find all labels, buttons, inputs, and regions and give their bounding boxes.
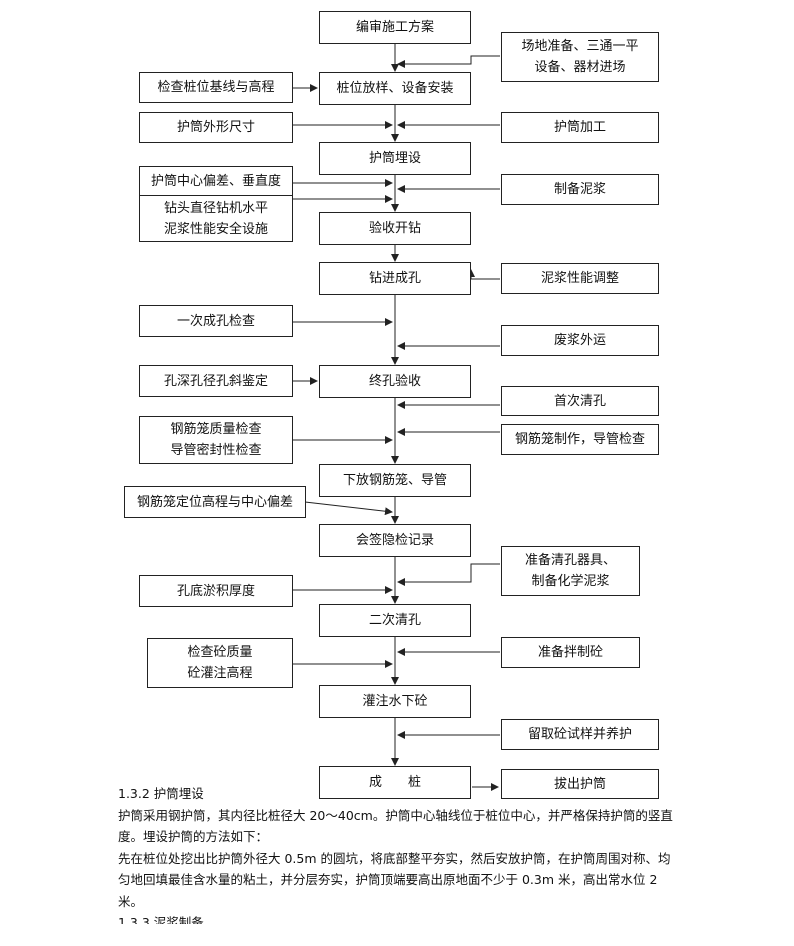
arrow-left-8 (304, 501, 393, 516)
paragraph-casing-method: 先在桩位处挖出比护筒外径大 0.5m 的圆坑，将底部整平夯实，然后安放护筒，在护… (118, 850, 671, 909)
right-input-10-label: 留取砼试样并养护 (527, 727, 632, 742)
main-step-9-label: 二次清孔 (368, 613, 421, 628)
arrow-right-4 (467, 269, 500, 280)
construction-flowchart: 编审施工方案 桩位放样、设备安装 护筒埋设 验收开钻 钻进成孔 终孔验收 下放钢… (124, 11, 659, 799)
main-step-8-label: 会签隐检记录 (355, 533, 434, 548)
left-input-4-line-1: 钻头直径钻机水平 (163, 200, 268, 216)
right-input-8: 准备清孔器具、制备化学泥浆 (501, 546, 640, 596)
main-step-2: 桩位放样、设备安装 (319, 72, 471, 105)
main-step-10: 灌注水下砼 (319, 685, 471, 718)
right-input-10: 留取砼试样并养护 (501, 719, 659, 750)
left-input-8: 钢筋笼定位高程与中心偏差 (124, 486, 306, 518)
left-input-2: 护筒外形尺寸 (139, 112, 293, 143)
left-input-9: 孔底淤积厚度 (139, 575, 293, 607)
section-heading-1-3-2: 1.3.2 护筒埋设 (118, 786, 204, 801)
right-input-11: 拔出护筒 (501, 769, 659, 799)
main-step-6-label: 终孔验收 (368, 374, 421, 389)
left-input-4: 钻头直径钻机水平泥浆性能安全设施 (139, 195, 293, 242)
right-input-1: 场地准备、三通一平设备、器材进场 (501, 32, 659, 82)
main-step-11-label: 成 桩 (368, 775, 421, 790)
right-input-6-label: 首次清孔 (553, 393, 606, 409)
right-input-1-line-2: 设备、器材进场 (534, 60, 626, 75)
right-input-1-line-1: 场地准备、三通一平 (521, 39, 639, 54)
left-input-2-label: 护筒外形尺寸 (176, 120, 255, 135)
left-input-7-line-2: 导管密封性检查 (170, 443, 262, 458)
main-step-5-label: 钻进成孔 (368, 271, 421, 286)
main-step-1-label: 编审施工方案 (355, 20, 434, 35)
right-input-3: 制备泥浆 (501, 174, 659, 205)
right-input-4: 泥浆性能调整 (501, 263, 659, 294)
left-input-5-label: 一次成孔检查 (176, 313, 255, 329)
main-step-8: 会签隐检记录 (319, 524, 471, 557)
left-input-1: 检查桩位基线与高程 (139, 72, 293, 103)
flowchart-connectors (292, 43, 500, 791)
section-heading-1-3-3: 1.3.3 泥浆制备 (118, 915, 204, 924)
left-input-3-label: 护筒中心偏差、垂直度 (150, 173, 281, 189)
left-input-7: 钢筋笼质量检查导管密封性检查 (139, 416, 293, 464)
main-step-1: 编审施工方案 (319, 11, 471, 44)
main-step-11: 成 桩 (319, 766, 471, 799)
main-step-6: 终孔验收 (319, 365, 471, 398)
left-input-6-label: 孔深孔径孔斜鉴定 (163, 373, 268, 389)
left-input-10-line-2: 砼灌注高程 (187, 666, 253, 681)
section-text: 1.3.2 护筒埋设 护筒采用钢护筒，其内径比桩径大 20～40cm。护筒中心轴… (118, 783, 678, 924)
arrow-right-1 (397, 55, 500, 68)
left-input-6: 孔深孔径孔斜鉴定 (139, 365, 293, 397)
left-input-9-label: 孔底淤积厚度 (176, 583, 255, 599)
right-input-2-label: 护筒加工 (553, 120, 606, 135)
right-input-4-label: 泥浆性能调整 (540, 271, 619, 286)
left-input-7-line-1: 钢筋笼质量检查 (170, 422, 262, 437)
main-step-4-label: 验收开钻 (368, 221, 421, 236)
left-input-10: 检查砼质量砼灌注高程 (147, 638, 293, 688)
main-step-3-label: 护筒埋设 (368, 151, 421, 166)
main-step-7-label: 下放钢筋笼、导管 (342, 473, 447, 488)
right-input-5: 废浆外运 (501, 325, 659, 356)
right-input-9-label: 准备拌制砼 (537, 645, 603, 660)
paragraph-casing-spec: 护筒采用钢护筒，其内径比桩径大 20～40cm。护筒中心轴线位于桩位中心，并严格… (118, 807, 673, 845)
left-input-10-line-1: 检查砼质量 (187, 645, 253, 660)
right-input-9: 准备拌制砼 (501, 637, 640, 668)
right-input-6: 首次清孔 (501, 386, 659, 416)
right-input-5-label: 废浆外运 (553, 333, 606, 348)
right-input-2: 护筒加工 (501, 112, 659, 143)
main-step-3: 护筒埋设 (319, 142, 471, 175)
left-input-4-line-2: 泥浆性能安全设施 (163, 221, 268, 237)
right-input-8-line-1: 准备清孔器具、 (524, 553, 616, 568)
right-input-7-label: 钢筋笼制作，导管检查 (514, 432, 645, 447)
right-input-3-label: 制备泥浆 (553, 182, 606, 197)
main-step-10-label: 灌注水下砼 (362, 694, 428, 709)
left-input-3: 护筒中心偏差、垂直度 (139, 166, 293, 196)
main-step-4: 验收开钻 (319, 212, 471, 245)
main-step-5: 钻进成孔 (319, 262, 471, 295)
left-input-8-label: 钢筋笼定位高程与中心偏差 (136, 494, 293, 510)
right-input-7: 钢筋笼制作，导管检查 (501, 424, 659, 455)
main-step-9: 二次清孔 (319, 604, 471, 637)
input-arrows (292, 55, 500, 791)
right-input-8-line-2: 制备化学泥浆 (531, 574, 610, 589)
left-input-1-label: 检查桩位基线与高程 (157, 80, 275, 95)
right-input-11-label: 拔出护筒 (553, 776, 606, 792)
left-input-5: 一次成孔检查 (139, 305, 293, 337)
main-step-7: 下放钢筋笼、导管 (319, 464, 471, 497)
main-step-2-label: 桩位放样、设备安装 (336, 81, 454, 96)
arrow-right-8 (397, 563, 500, 586)
